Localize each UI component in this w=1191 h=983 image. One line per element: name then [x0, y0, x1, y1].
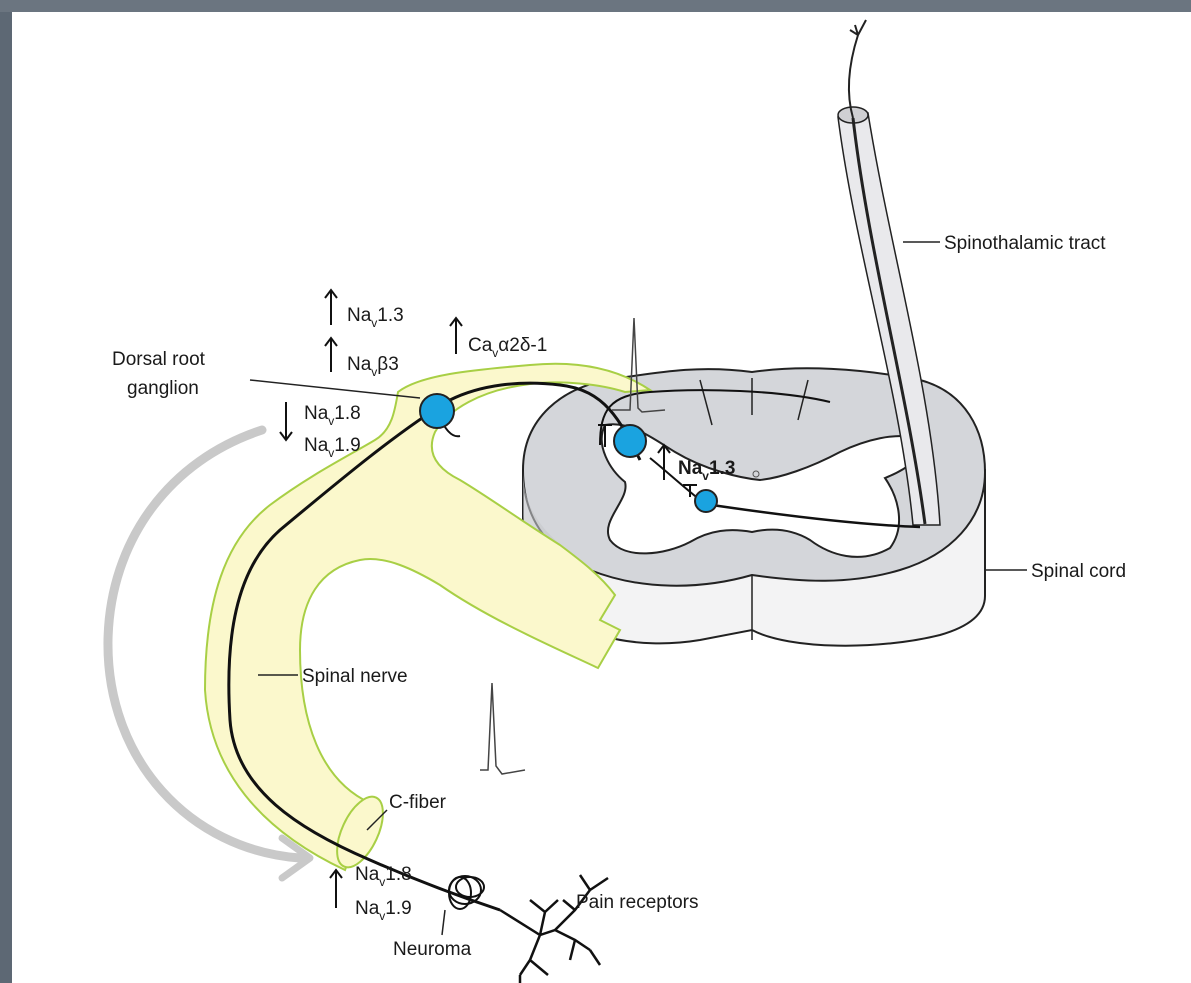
leader-neuroma — [442, 910, 445, 935]
label-spinal-nerve: Spinal nerve — [302, 666, 408, 687]
label-dorsal-root-line1: Dorsal root — [112, 349, 206, 370]
label-c-fiber: C-fiber — [389, 792, 447, 813]
interneuron — [695, 490, 717, 512]
channel-neuroma-up-2: Nav1.9 — [355, 898, 412, 923]
action-potential-c-fiber — [480, 683, 525, 774]
channel-drg-up-1: Nav1.3 — [347, 305, 404, 330]
label-spinal-cord: Spinal cord — [1031, 561, 1126, 582]
channel-drg-down-1: Nav1.8 — [304, 403, 361, 428]
label-neuroma: Neuroma — [393, 939, 472, 960]
arrow-up-cav — [450, 318, 462, 354]
label-dorsal-root-line2: ganglion — [127, 378, 199, 399]
leader-drg — [250, 380, 420, 398]
arrow-up-neuroma — [330, 870, 342, 908]
channel-neuroma-up-1: Nav1.8 — [355, 864, 412, 889]
label-spinothalamic-tract: Spinothalamic tract — [944, 233, 1106, 254]
drg-cell-body — [420, 394, 454, 428]
arrow-up-navb3 — [325, 338, 337, 372]
arrow-down-drg — [280, 402, 292, 440]
channel-drg-up-2: Navβ3 — [347, 354, 399, 379]
label-pain-receptors: Pain receptors — [576, 892, 699, 913]
channel-drg-up-3: Cavα2δ-1 — [468, 335, 547, 360]
tract-axon-top — [849, 20, 866, 118]
dorsal-horn-neuron — [614, 425, 646, 457]
arrow-up-nav13 — [325, 290, 337, 325]
